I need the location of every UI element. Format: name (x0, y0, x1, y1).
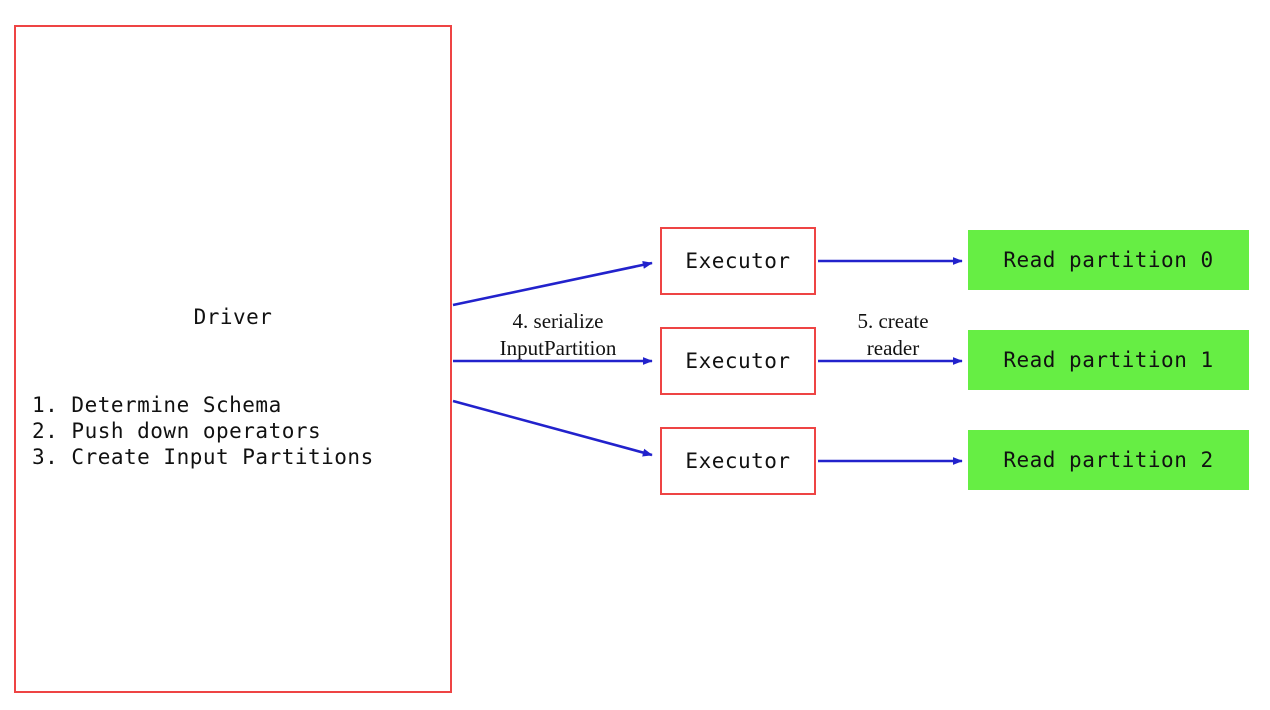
executor-box-2: Executor (660, 427, 816, 495)
driver-box: Driver 1. Determine Schema 2. Push down … (14, 25, 452, 693)
arrow-label-create-reader: 5. create reader (833, 308, 953, 362)
executor-label-1: Executor (685, 349, 791, 373)
arrow-label-create-reader-line2: reader (866, 336, 920, 360)
driver-step-1: 1. Determine Schema (32, 393, 282, 417)
read-partition-box-2: Read partition 2 (968, 430, 1249, 490)
read-partition-box-1: Read partition 1 (968, 330, 1249, 390)
read-partition-label-2: Read partition 2 (1003, 448, 1214, 472)
read-partition-label-1: Read partition 1 (1003, 348, 1214, 372)
driver-title: Driver (193, 305, 273, 329)
executor-box-1: Executor (660, 327, 816, 395)
driver-step-2: 2. Push down operators (32, 419, 322, 443)
arrow-label-create-reader-line1: 5. create (857, 309, 929, 333)
read-partition-label-0: Read partition 0 (1003, 248, 1214, 272)
arrow-driver-to-executor-2 (452, 399, 653, 457)
executor-box-0: Executor (660, 227, 816, 295)
arrow-label-serialize-line1: 4. serialize (512, 309, 604, 333)
executor-label-0: Executor (685, 249, 791, 273)
arrow-driver-to-executor-0 (452, 260, 653, 307)
read-partition-box-0: Read partition 0 (968, 230, 1249, 290)
executor-label-2: Executor (685, 449, 791, 473)
driver-step-3: 3. Create Input Partitions (32, 445, 374, 469)
arrow-label-serialize: 4. serialize InputPartition (468, 308, 648, 362)
arrow-label-serialize-line2: InputPartition (499, 336, 617, 360)
